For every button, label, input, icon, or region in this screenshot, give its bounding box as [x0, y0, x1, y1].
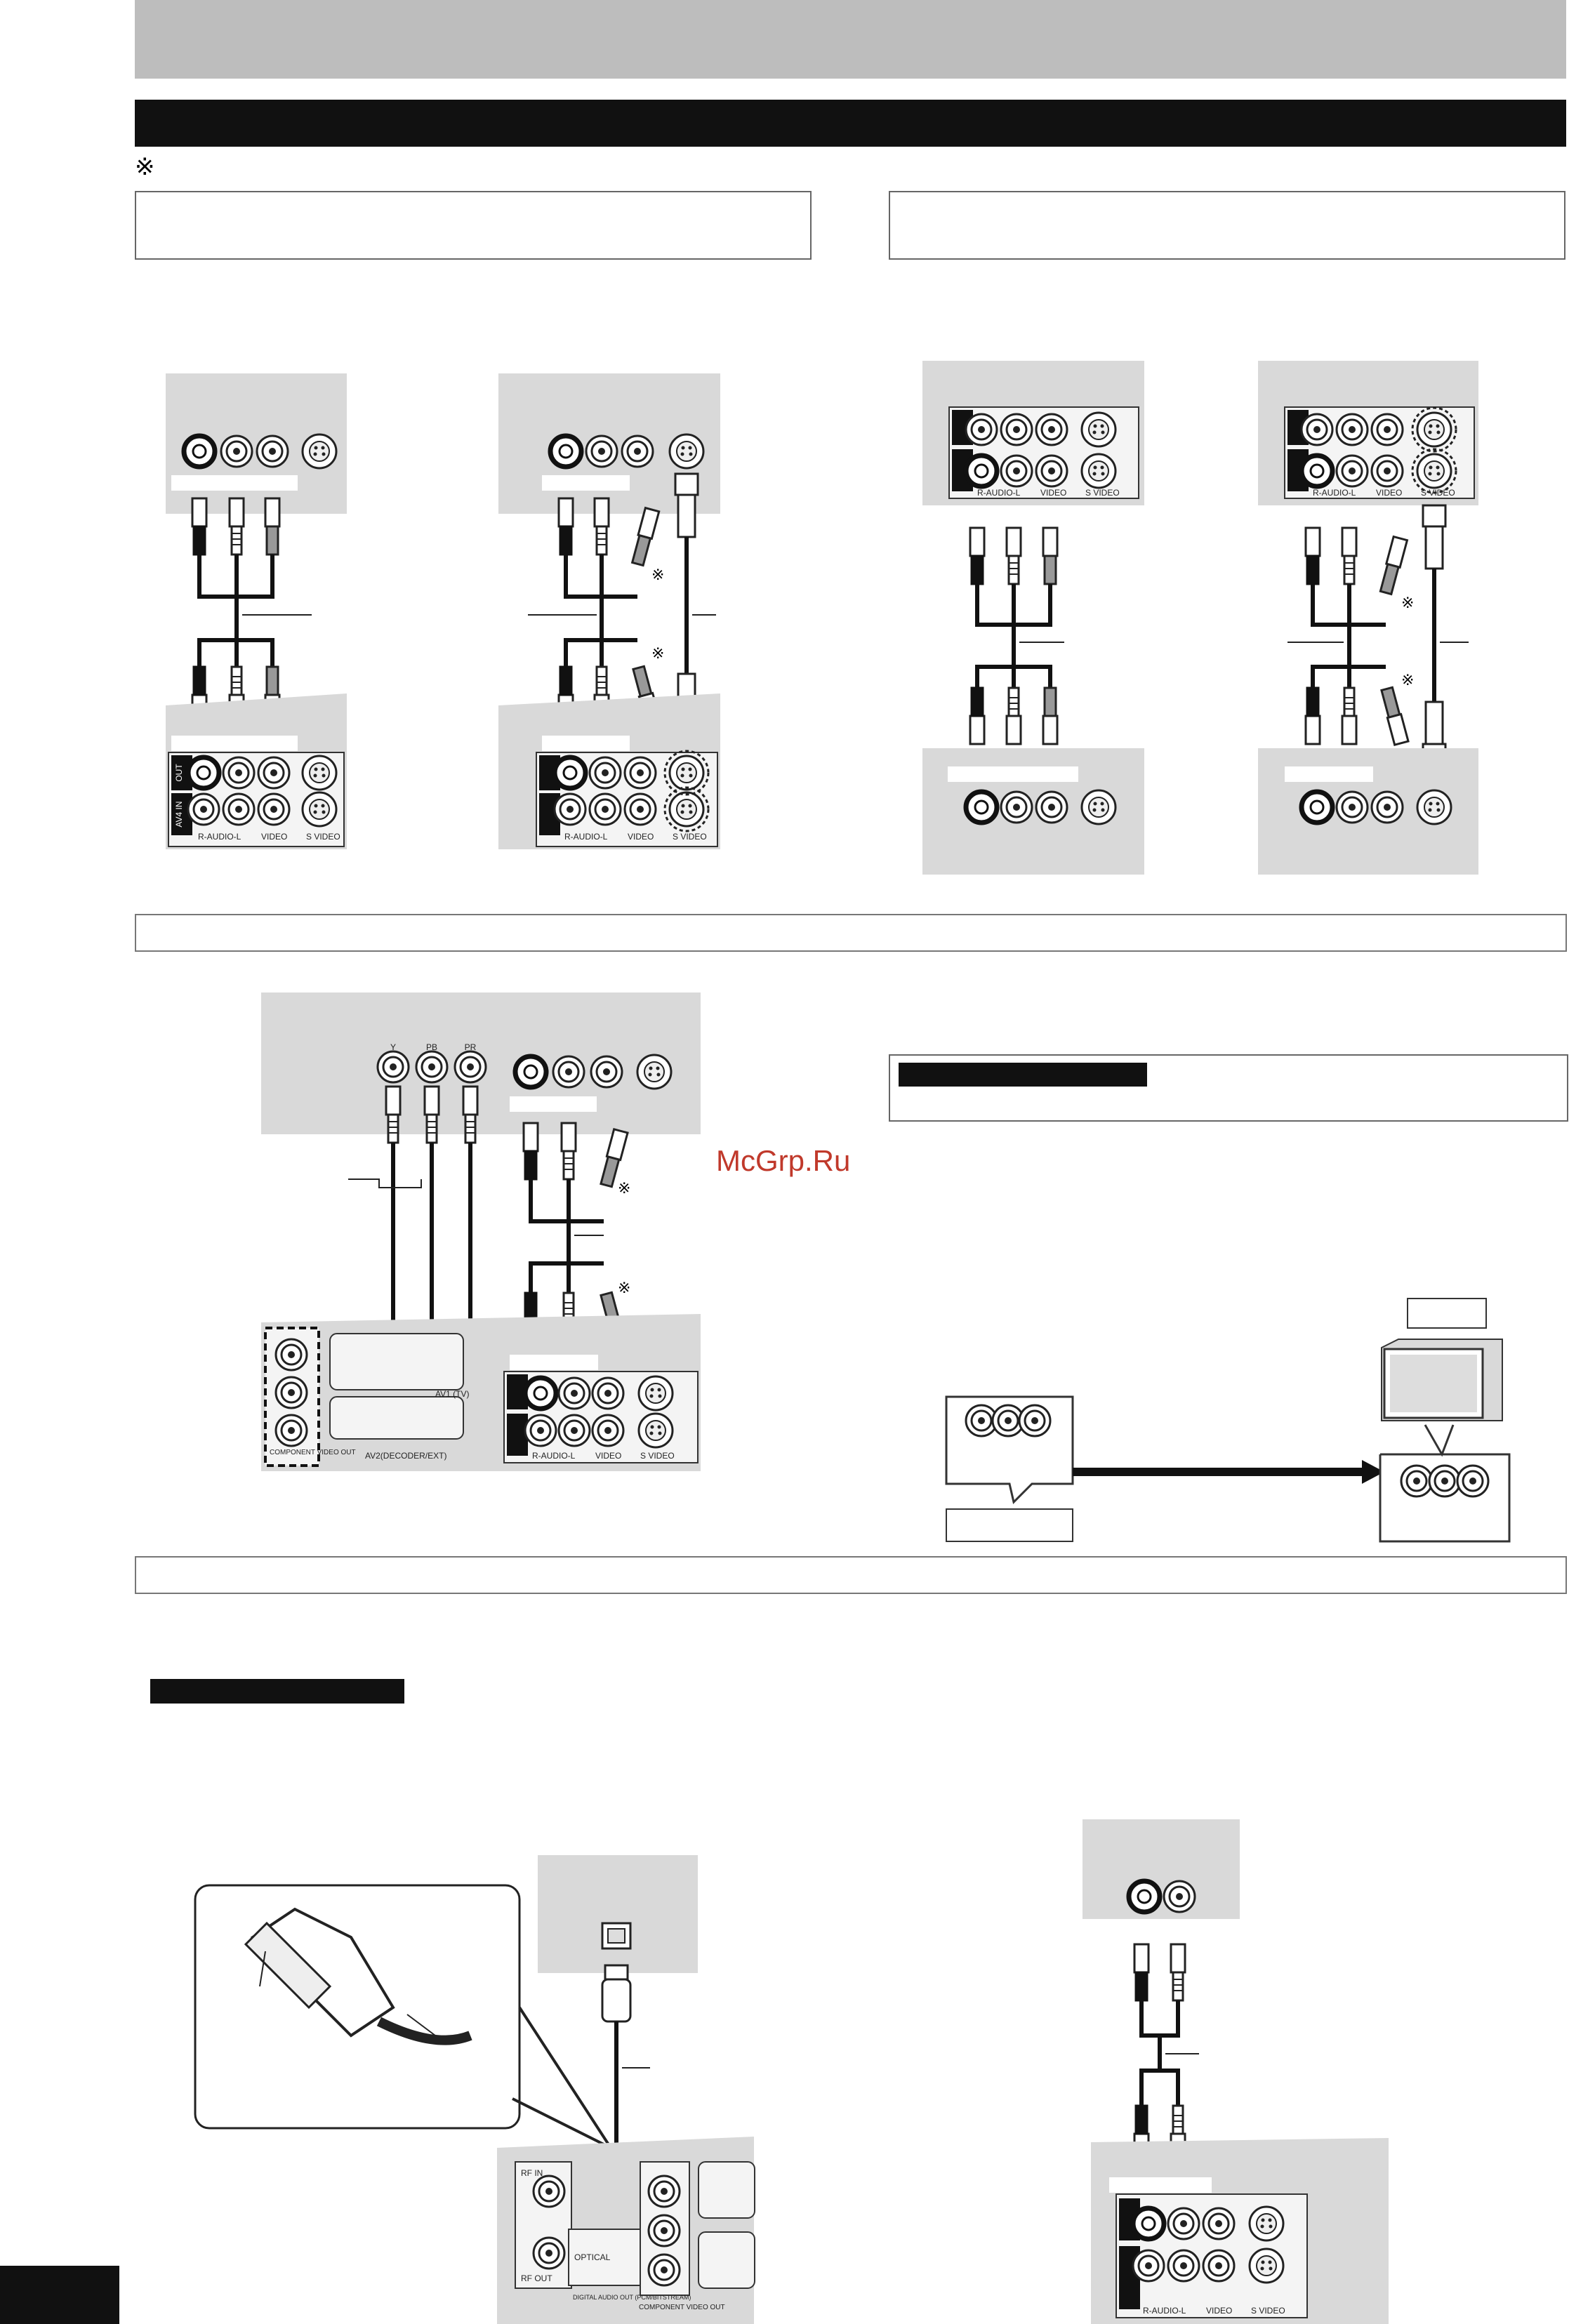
reference-mark: ※	[135, 154, 155, 180]
section-header-component	[135, 914, 1567, 952]
label-component-video-out-2: COMPONENT VIDEO OUT	[639, 2304, 725, 2311]
diagram-optical: RF IN RF OUT OPTICAL DIGITAL AUDIO OUT (…	[194, 1855, 755, 2324]
label-r-audio-l-e: R-AUDIO-L	[532, 1451, 576, 1461]
diagram-c: R-AUDIO-L VIDEO S VIDEO	[922, 361, 1144, 875]
label-av2: AV2(DECODER/EXT)	[365, 1451, 446, 1461]
diagram-component: Y PB PR ※ ※ COMPONENT VIDEO OUT AV1 (TV)…	[261, 992, 701, 1471]
asterisk-6: ※	[618, 1279, 630, 1296]
label-s-video-c: S VIDEO	[1085, 488, 1120, 498]
label-video-e: VIDEO	[595, 1451, 621, 1461]
section-header-audio	[135, 1556, 1567, 1594]
subsection-heading	[150, 1679, 404, 1704]
header-bar	[135, 0, 1566, 79]
diagram-tv	[945, 1298, 1511, 1543]
label-av1: AV1 (TV)	[435, 1389, 469, 1399]
label-video-b: VIDEO	[628, 832, 654, 842]
label-r-audio-l-c: R-AUDIO-L	[977, 488, 1021, 498]
label-av4-in: AV4 IN	[174, 801, 184, 827]
diagram-analog-audio: R-AUDIO-L VIDEO S VIDEO	[1083, 1819, 1389, 2324]
label-s-video-f: S VIDEO	[1251, 2306, 1285, 2316]
diagram-b: ※ ※ R-AUDIO-L VIDEO S VIDEO	[498, 373, 720, 849]
label-s-video-d: S VIDEO	[1421, 488, 1455, 498]
label-component-video-out: COMPONENT VIDEO OUT	[270, 1449, 356, 1456]
label-video-c: VIDEO	[1040, 488, 1066, 498]
label-r-audio-l-b: R-AUDIO-L	[564, 832, 608, 842]
label-video-d: VIDEO	[1376, 488, 1402, 498]
label-y: Y	[390, 1042, 396, 1052]
note-box	[889, 1054, 1568, 1122]
label-r-audio-l-f: R-AUDIO-L	[1143, 2306, 1186, 2316]
label-pr: PR	[465, 1042, 477, 1052]
text-box-left	[135, 191, 812, 260]
diagram-a: OUT AV4 IN R-AUDIO-L VIDEO S VIDEO	[166, 373, 347, 849]
label-digital-audio-out: DIGITAL AUDIO OUT (PCM/BITSTREAM)	[573, 2294, 691, 2301]
watermark-text: McGrp.Ru	[716, 1144, 851, 1177]
asterisk-3: ※	[1401, 594, 1414, 611]
label-s-video-b: S VIDEO	[673, 832, 707, 842]
label-out: OUT	[174, 764, 184, 782]
tv-icon	[1381, 1339, 1503, 1421]
label-video: VIDEO	[261, 832, 287, 842]
label-s-video: S VIDEO	[306, 832, 340, 842]
label-rf-out: RF OUT	[521, 2273, 552, 2283]
page-number-tab	[0, 2266, 119, 2324]
label-r-audio-l-d: R-AUDIO-L	[1313, 488, 1356, 498]
asterisk-1: ※	[651, 566, 664, 583]
label-s-video-e: S VIDEO	[640, 1451, 675, 1461]
label-video-f: VIDEO	[1206, 2306, 1232, 2316]
label-pb: PB	[426, 1042, 437, 1052]
asterisk-4: ※	[1401, 671, 1414, 689]
section-title-bar	[135, 100, 1566, 147]
text-box-right	[889, 191, 1565, 260]
diagram-d: R-AUDIO-L VIDEO S VIDEO ※ ※	[1258, 361, 1478, 875]
asterisk-5: ※	[618, 1179, 630, 1197]
note-heading	[899, 1063, 1147, 1087]
asterisk-2: ※	[651, 644, 664, 662]
label-r-audio-l: R-AUDIO-L	[198, 832, 241, 842]
label-rf-in: RF IN	[521, 2168, 543, 2178]
label-optical: OPTICAL	[574, 2252, 611, 2262]
